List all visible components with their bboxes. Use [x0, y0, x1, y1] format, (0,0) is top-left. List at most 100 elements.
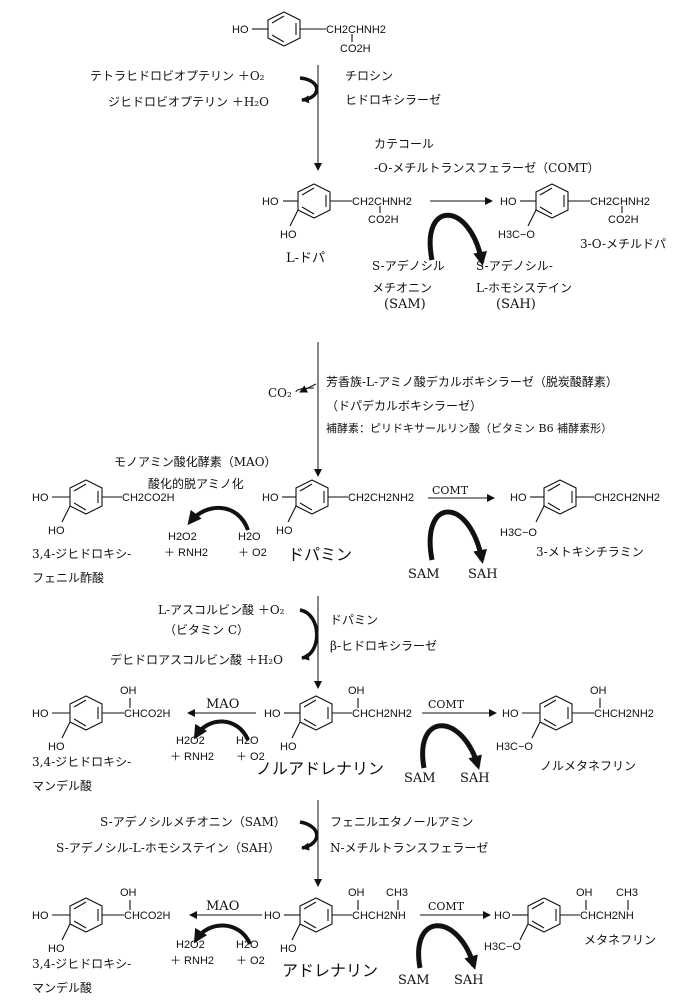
methoxytyramine-chain: CH2CH2NH2 — [594, 492, 660, 504]
methoxytyramine-structure: HO H3C−O CH2CH2NH2 — [500, 479, 660, 539]
pnmt-cofactor-out: S-アデノシル-L-ホモシステイン（SAH） — [56, 840, 280, 855]
nor-sam: SAM — [404, 771, 436, 786]
nor-mao-curved-arrow — [193, 719, 250, 741]
metanephrine-oh: OH — [576, 887, 593, 899]
methyldopa-name: 3-O-メチルドパ — [580, 237, 666, 251]
dbh-cofactor-out: デヒドロアスコルビン酸 ＋H₂O — [110, 652, 283, 667]
step1-enzyme-line1: チロシン — [345, 69, 393, 83]
ldopa-sam-line1: S-アデノシル — [372, 258, 445, 273]
mao-label-line1: モノアミン酸化酵素（MAO） — [114, 454, 277, 469]
adr-h2o: H2O — [236, 939, 259, 951]
adrenaline-ho1: HO — [264, 910, 281, 922]
adr-dhma-ho1: HO — [32, 910, 49, 922]
methoxytyramine-ho: HO — [510, 492, 527, 504]
nor-h2o2: H2O2 — [176, 735, 205, 747]
adr-dhma-ring — [69, 897, 103, 933]
tyrosine-ring — [267, 11, 301, 47]
adr-o2: ＋ O2 — [236, 955, 265, 967]
nor-mao: MAO — [206, 697, 239, 712]
ldopa-name: L-ドパ — [286, 251, 325, 266]
adr-dhma-chain: CHCO2H — [124, 910, 171, 922]
adr-dhma-name-line2: マンデル酸 — [32, 980, 92, 995]
nor-dhma-name-line1: 3,4-ジヒドロキシ- — [32, 755, 131, 769]
adr-dhma-name-line1: 3,4-ジヒドロキシ- — [32, 957, 131, 971]
dopamine-o2: ＋ O2 — [238, 547, 267, 559]
decarbox-line3: 補酵素：ピリドキサールリン酸（ビタミン B6 補酵素形） — [326, 421, 612, 435]
adr-comt: COMT — [428, 900, 465, 913]
ldopa-co2h: CO2H — [368, 214, 399, 226]
nor-dhma-chain: CHCO2H — [124, 708, 171, 720]
methoxytyramine-ring — [543, 479, 577, 515]
comt-header-line2: -O-メチルトランスフェラーゼ（COMT） — [374, 161, 599, 175]
methyldopa-och3: H3C−O — [498, 229, 535, 241]
adr-mao: MAO — [206, 899, 239, 914]
co2-label: CO₂ — [268, 386, 292, 400]
ldopa-sah-abbr: (SAH) — [496, 297, 536, 312]
dopac-ring — [69, 479, 103, 515]
normetanephrine-structure: HO H3C−O OH CHCH2NH2 — [496, 685, 654, 753]
comt-header-line1: カテコール — [374, 137, 434, 151]
nor-dhma-ho2: HO — [48, 741, 65, 753]
decarbox-line1: 芳香族-L-アミノ酸デカルボキシラーゼ（脱炭酸酵素） — [326, 374, 618, 389]
pnmt-enzyme-line1: フェニルエタノールアミン — [330, 815, 473, 829]
step1-curved-arrow — [299, 76, 319, 104]
adrenaline-ho2: HO — [280, 943, 297, 955]
dbh-curved-arrow — [299, 608, 319, 661]
adr-mao-curved-arrow — [193, 923, 252, 945]
tyrosine-ho: HO — [232, 24, 249, 36]
noradrenaline-oh: OH — [348, 685, 365, 697]
noradrenaline-ho2: HO — [280, 741, 297, 753]
normetanephrine-name: ノルメタネフリン — [540, 759, 636, 773]
metanephrine-ho: HO — [494, 910, 511, 922]
dopamine-h2o2: H2O2 — [168, 531, 197, 543]
metanephrine-ring — [527, 897, 561, 933]
ldopa-ring — [297, 183, 331, 219]
ldopa-ho2: HO — [280, 229, 297, 241]
adrenaline-name: アドレナリン — [282, 961, 378, 980]
nor-dhma-ho1: HO — [32, 708, 49, 720]
dopamine-sam: SAM — [408, 567, 440, 582]
mao-label-line2: 酸化的脱アミノ化 — [148, 476, 244, 491]
adr-dhma-oh: OH — [120, 887, 137, 899]
metanephrine-och3: H3C−O — [484, 941, 521, 953]
dopamine-sah: SAH — [468, 567, 498, 582]
tyrosine-structure: HO CH2CHNH2 CO2H — [232, 11, 386, 55]
methyldopa-ho: HO — [500, 196, 517, 208]
adrenaline-structure: HO HO OH CH3 CHCH2NH — [264, 887, 408, 955]
dopamine-ho1: HO — [262, 492, 279, 504]
metanephrine-structure: HO H3C−O OH CH3 CHCH2NH — [484, 887, 638, 953]
decarbox-line2: （ドパデカルボキシラーゼ） — [326, 398, 482, 413]
dopamine-h2o: H2O — [238, 531, 261, 543]
methyldopa-co2h: CO2H — [608, 214, 639, 226]
adr-h2o2: H2O2 — [176, 939, 205, 951]
dopamine-rnh2: ＋ RNH2 — [164, 547, 208, 559]
dbh-cofactor-in-2: （ビタミン C） — [164, 623, 249, 637]
nor-h2o: H2O — [236, 735, 259, 747]
pnmt-curved-arrow — [299, 820, 319, 851]
normetanephrine-oh: OH — [590, 685, 607, 697]
ldopa-sah-line2: L-ホモシステイン — [476, 281, 572, 295]
ldopa-ho1: HO — [262, 196, 279, 208]
pnmt-enzyme-line2: N-メチルトランスフェラーゼ — [330, 841, 488, 855]
dopac-name-line1: 3,4-ジヒドロキシ- — [32, 547, 131, 561]
ldopa-chain: CH2CHNH2 — [352, 196, 412, 208]
step1-enzyme-line2: ヒドロキシラーゼ — [345, 93, 441, 107]
methyldopa-chain: CH2CHNH2 — [590, 196, 650, 208]
metanephrine-ch3: CH3 — [616, 887, 638, 899]
dopamine-ho2: HO — [276, 525, 293, 537]
dbh-enzyme-line1: ドパミン — [330, 613, 378, 627]
tyrosine-co2h: CO2H — [340, 43, 371, 55]
noradrenaline-chain: CHCH2NH2 — [352, 708, 412, 720]
nor-dhma-ring — [69, 695, 103, 731]
metanephrine-name: メタネフリン — [584, 933, 656, 947]
nor-sah: SAH — [460, 771, 490, 786]
normetanephrine-ring — [539, 695, 573, 731]
ldopa-sam-abbr: (SAM) — [384, 297, 426, 312]
step1-cofactor-in: テトラヒドロビオプテリン ＋O₂ — [90, 69, 265, 83]
ldopa-sam-line2: メチオニン — [372, 281, 432, 295]
adr-sam: SAM — [398, 973, 430, 988]
adrenaline-chain: CHCH2NH — [352, 910, 406, 922]
nor-comt: COMT — [428, 698, 465, 711]
adrenaline-ring — [299, 897, 333, 933]
